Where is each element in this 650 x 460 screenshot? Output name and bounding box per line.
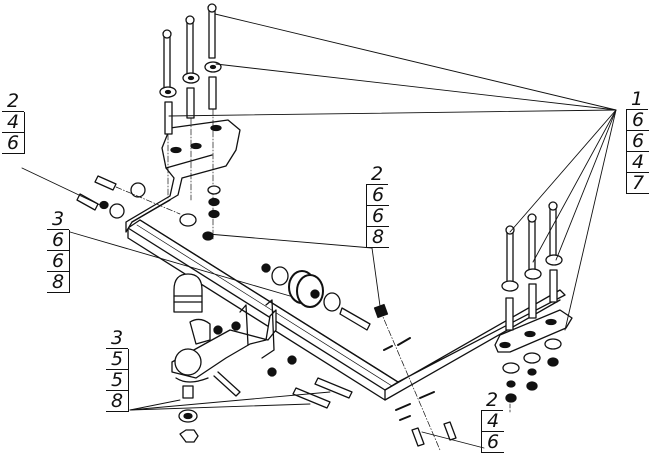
callout-label: 2	[366, 164, 388, 185]
ball-cap	[173, 273, 203, 313]
tow-ball	[174, 348, 209, 443]
callout-label: 3	[106, 328, 128, 349]
callout-label: 5	[106, 349, 129, 370]
callout-left-mid: 3 6 6 8	[47, 209, 70, 293]
callout-label: 7	[626, 173, 649, 194]
callout-label: 8	[106, 391, 129, 412]
callout-label: 6	[2, 133, 25, 154]
callout-label: 1	[626, 89, 648, 110]
callout-label: 6	[626, 110, 649, 131]
callout-label: 4	[481, 411, 504, 432]
crossbar-beam	[127, 219, 566, 401]
callout-label: 8	[366, 227, 389, 248]
callout-label: 2	[481, 390, 503, 411]
callout-label: 3	[47, 209, 69, 230]
callout-label: 2	[2, 91, 24, 112]
callout-left-top: 2 4 6	[2, 91, 25, 154]
callout-label: 6	[47, 230, 70, 251]
callout-bottom: 2 4 6	[481, 390, 504, 453]
right-bracket	[494, 201, 573, 413]
callout-label: 4	[626, 152, 649, 173]
callout-label: 6	[481, 432, 504, 453]
leader-lines	[21, 13, 617, 449]
callout-label: 6	[626, 131, 649, 152]
callout-label: 8	[47, 272, 70, 293]
callout-ball: 3 5 5 8	[106, 328, 129, 412]
left-bolt-stack	[159, 3, 222, 241]
lower-bolts	[379, 309, 457, 451]
callout-label: 6	[47, 251, 70, 272]
side-bolts-left	[76, 175, 181, 219]
rubber-bumper	[261, 263, 389, 331]
callout-label: 5	[106, 370, 129, 391]
callout-label: 4	[2, 112, 25, 133]
callout-center: 2 6 6 8	[366, 164, 389, 248]
callout-label: 6	[366, 185, 389, 206]
mount-bolts	[189, 318, 353, 409]
callout-label: 6	[366, 206, 389, 227]
callout-right: 1 6 6 4 7	[626, 89, 649, 194]
